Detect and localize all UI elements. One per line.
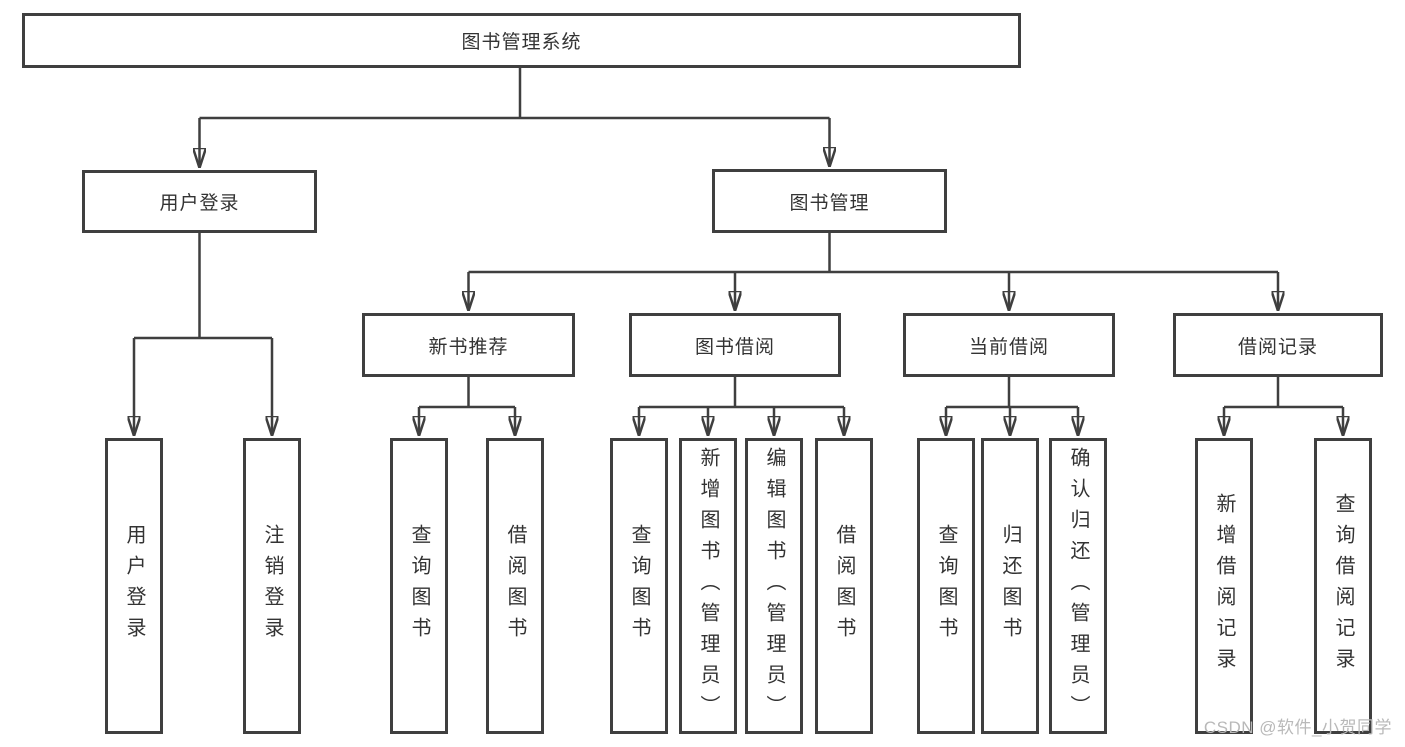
node-book-borrow: 图书借阅 xyxy=(629,313,841,377)
node-current-borrow-label: 当前借阅 xyxy=(968,336,1049,358)
leaf-user-login-label: 用户登录 xyxy=(123,524,145,648)
leaf-borrow-books-label: 借阅图书 xyxy=(833,524,855,648)
node-current-borrow: 当前借阅 xyxy=(903,313,1115,377)
node-book-management-label: 图书管理 xyxy=(789,192,870,214)
branch-new-book-recommend xyxy=(419,377,515,435)
leaf-user-login: 用户登录 xyxy=(105,438,163,734)
node-book-management: 图书管理 xyxy=(712,169,947,233)
leaf-query-books-recommend: 查询图书 xyxy=(390,438,448,734)
node-borrow-records: 借阅记录 xyxy=(1173,313,1383,377)
branch-book-borrow xyxy=(639,377,844,435)
node-new-book-recommend: 新书推荐 xyxy=(362,313,575,377)
leaf-confirm-return-admin: 确认归还（管理员） xyxy=(1049,438,1107,734)
leaf-borrow-books-recommend: 借阅图书 xyxy=(486,438,544,734)
leaf-query-books-borrow: 查询图书 xyxy=(610,438,668,734)
watermark: CSDN @软件_小贺同学 xyxy=(1203,718,1392,737)
leaf-query-borrow-record-label: 查询借阅记录 xyxy=(1332,493,1354,679)
branch-borrow-records xyxy=(1224,377,1343,435)
leaf-edit-books-admin-label: 编辑图书（管理员） xyxy=(763,446,785,726)
leaf-return-books: 归还图书 xyxy=(981,438,1039,734)
branch-root xyxy=(200,68,830,167)
leaf-query-books-current: 查询图书 xyxy=(917,438,975,734)
leaf-edit-books-admin: 编辑图书（管理员） xyxy=(745,438,803,734)
leaf-borrow-books: 借阅图书 xyxy=(815,438,873,734)
node-borrow-records-label: 借阅记录 xyxy=(1237,336,1318,358)
leaf-query-books-recommend-label: 查询图书 xyxy=(408,524,430,648)
node-root-label: 图书管理系统 xyxy=(461,32,582,53)
node-new-book-recommend-label: 新书推荐 xyxy=(428,336,509,358)
node-user-login: 用户登录 xyxy=(82,170,317,233)
leaf-confirm-return-admin-label: 确认归还（管理员） xyxy=(1067,446,1089,726)
leaf-add-borrow-record: 新增借阅记录 xyxy=(1195,438,1253,734)
branch-current-borrow xyxy=(946,377,1078,435)
node-user-login-label: 用户登录 xyxy=(159,193,240,214)
leaf-query-books-current-label: 查询图书 xyxy=(935,524,957,648)
leaf-query-books-borrow-label: 查询图书 xyxy=(628,524,650,648)
leaf-logout-label: 注销登录 xyxy=(261,524,283,648)
leaf-add-books-admin-label: 新增图书（管理员） xyxy=(697,446,719,726)
leaf-add-borrow-record-label: 新增借阅记录 xyxy=(1213,493,1235,679)
leaf-return-books-label: 归还图书 xyxy=(999,524,1021,648)
leaf-add-books-admin: 新增图书（管理员） xyxy=(679,438,737,734)
leaf-logout: 注销登录 xyxy=(243,438,301,734)
branch-book-management xyxy=(469,233,1279,310)
leaf-query-borrow-record: 查询借阅记录 xyxy=(1314,438,1372,734)
node-book-borrow-label: 图书借阅 xyxy=(694,336,775,358)
leaf-borrow-books-recommend-label: 借阅图书 xyxy=(504,524,526,648)
node-root: 图书管理系统 xyxy=(22,13,1021,68)
branch-user-login xyxy=(134,233,272,435)
